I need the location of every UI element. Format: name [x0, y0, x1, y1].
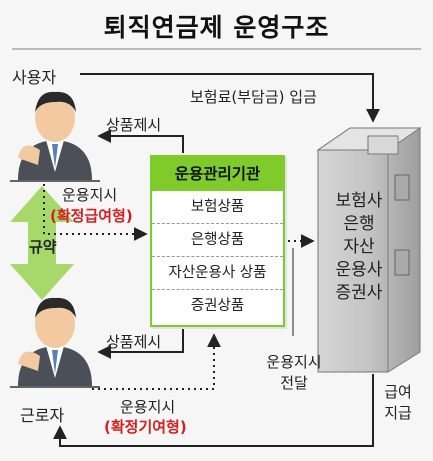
title-divider — [12, 48, 421, 50]
instruction-transfer-line2: 전달 — [280, 374, 308, 392]
instruction-transfer-arrow — [288, 234, 315, 336]
benefit-payment-line1: 급여 — [384, 383, 412, 401]
product-item: 은행상품 — [152, 224, 283, 257]
product-offer-top-label: 상품제시 — [106, 116, 162, 134]
premium-arrow — [80, 73, 380, 123]
institutions-list: 보험사 은행 자산 운용사 증권사 — [328, 190, 390, 305]
institution-item: 운용사 — [335, 260, 383, 280]
page-title: 퇴직연금제 운영구조 — [103, 13, 330, 42]
product-offer-bottom-arrow — [97, 329, 184, 359]
instruction-top-type-label: (확정급여형) — [50, 207, 133, 225]
product-offer-bottom-label: 상품제시 — [106, 333, 162, 351]
product-item: 증권상품 — [190, 298, 245, 314]
institution-item: 증권사 — [335, 283, 383, 303]
product-item: 자산운용사 상품 — [152, 257, 283, 290]
instruction-transfer-line1: 운용지시 — [266, 353, 322, 371]
institution-item: 자산 — [343, 237, 375, 257]
management-institution-box: 운용관리기관 보험상품 은행상품 자산운용사 상품 증권상품 — [150, 155, 285, 327]
instruction-bottom-type-label: (확정기여형) — [104, 418, 187, 436]
premium-payment-label: 보험료(부담금) 입금 — [190, 88, 317, 106]
instruction-top-label: 운용지시 — [62, 186, 118, 204]
building-icon — [316, 127, 422, 373]
product-offer-top-arrow — [97, 129, 184, 153]
benefit-payment-label: 급여 지급 — [378, 382, 418, 424]
instruction-transfer-label: 운용지시 전달 — [262, 352, 326, 394]
person-icon — [10, 297, 100, 388]
person-icon — [10, 91, 100, 182]
institution-item: 은행 — [343, 214, 375, 234]
benefit-payment-line2: 지급 — [384, 404, 412, 422]
instruction-bottom-label: 운용지시 — [120, 398, 176, 416]
product-item: 보험상품 — [152, 191, 283, 224]
agreement-label: 규약 — [29, 238, 57, 256]
employer-label: 사용자 — [12, 68, 57, 87]
benefit-arrow — [53, 374, 374, 447]
employee-label: 근로자 — [20, 406, 65, 425]
instruction-bottom-arrow — [92, 333, 221, 390]
management-institution-title: 운용관리기관 — [152, 157, 283, 191]
double-arrow-icon — [10, 186, 74, 300]
instruction-top-arrow — [43, 184, 148, 241]
institution-item: 보험사 — [335, 191, 383, 211]
